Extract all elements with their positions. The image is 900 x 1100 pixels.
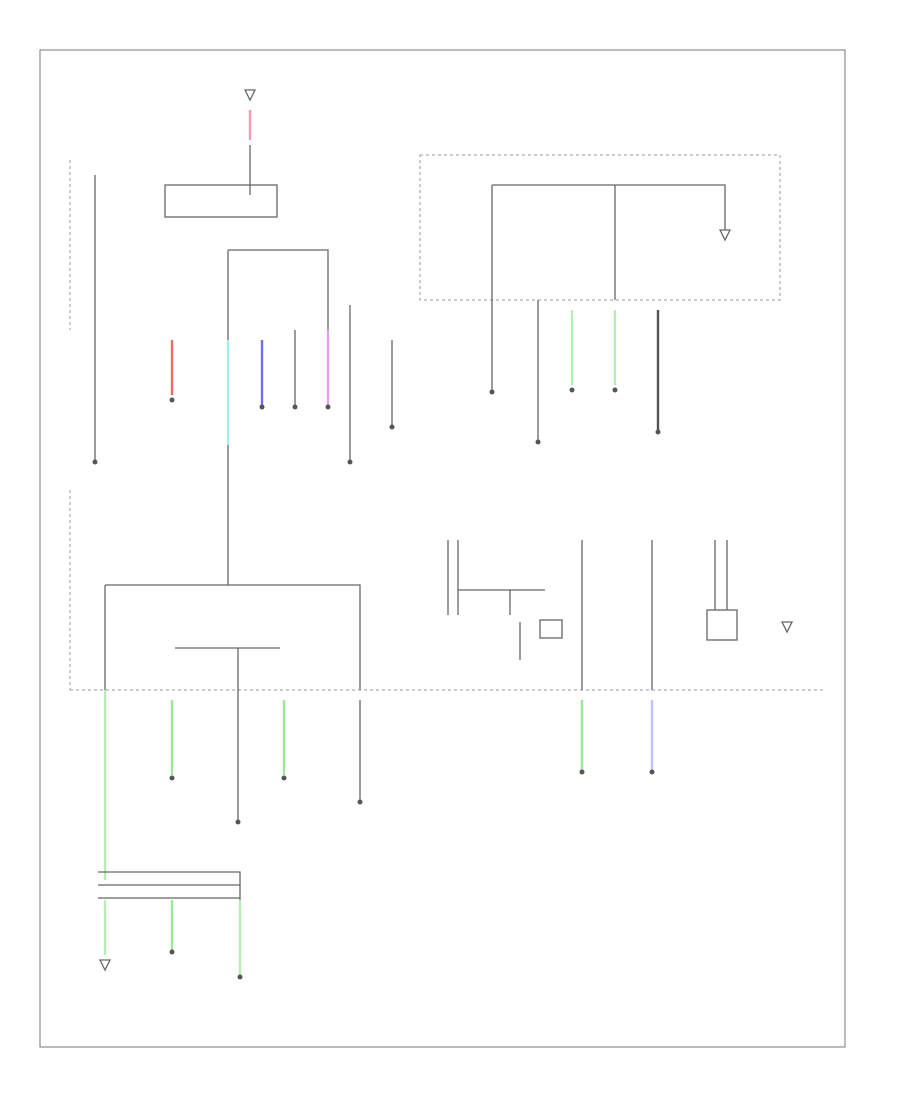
- junction-box-fuses: [489, 184, 732, 445]
- upper-fuse-branch: [169, 249, 395, 585]
- junction-box-outline: [419, 154, 781, 301]
- bottom-splice: [98, 871, 243, 980]
- right-lower-section: [447, 540, 794, 775]
- diagram-border: [39, 49, 846, 1048]
- lower-outputs: [103, 690, 363, 880]
- left-feed: [92, 175, 98, 465]
- main-fuse-box: [104, 584, 361, 825]
- engine-room-relay: [164, 89, 278, 218]
